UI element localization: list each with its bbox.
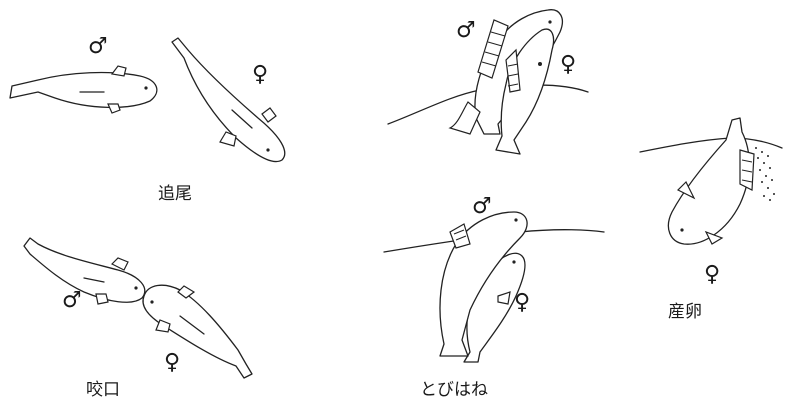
male-symbol-chasing: ♂ [88, 36, 108, 58]
label-mouth-nipping: 咬口 [86, 382, 120, 399]
label-spawning: 産卵 [668, 304, 702, 321]
label-chasing: 追尾 [158, 186, 192, 203]
female-symbol-leaping-top: ♀ [560, 54, 576, 76]
female-fish-spawning [668, 118, 754, 244]
female-symbol-nipping: ♀ [164, 352, 180, 374]
male-fish-nipping [24, 238, 145, 304]
label-leaping: とびはね [420, 382, 488, 399]
male-symbol-nipping: ♂ [62, 290, 82, 312]
female-symbol-spawning: ♀ [704, 264, 720, 286]
male-symbol-leaping-top: ♂ [456, 20, 476, 42]
egg-dots [755, 147, 775, 201]
female-symbol-chasing: ♀ [252, 64, 268, 86]
female-symbol-leaping-bottom: ♀ [514, 292, 530, 314]
male-symbol-leaping-bottom: ♂ [472, 196, 492, 218]
male-fish-chasing [10, 66, 157, 113]
female-fish-chasing [172, 38, 285, 162]
female-fish-nipping [143, 285, 252, 378]
substrate-line [640, 138, 782, 152]
